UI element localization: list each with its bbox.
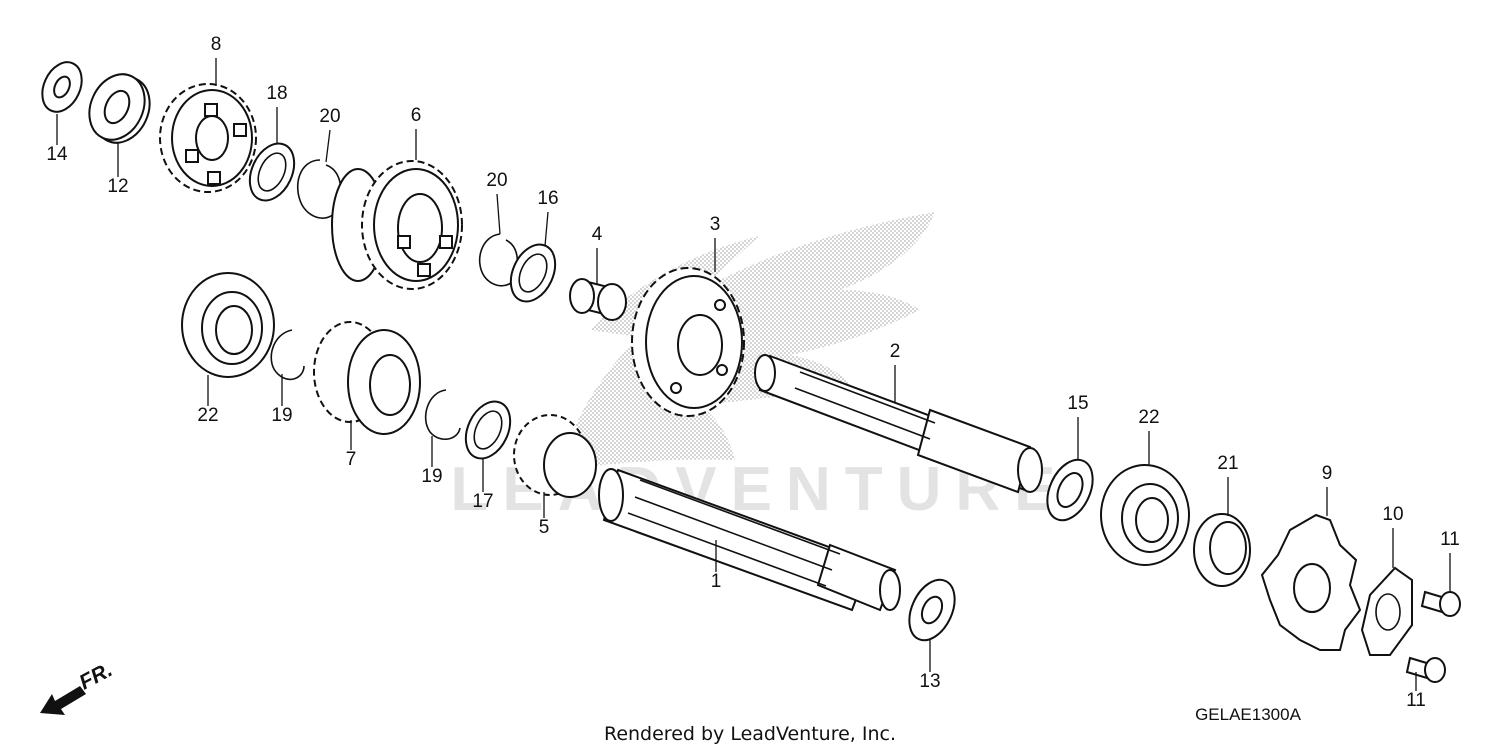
gear-7 bbox=[313, 321, 421, 435]
oil-seal-21 bbox=[1193, 513, 1251, 587]
plate-10 bbox=[1360, 566, 1413, 656]
callout-19: 19 bbox=[421, 466, 442, 487]
front-direction-indicator: FR. bbox=[40, 658, 116, 715]
gear-6 bbox=[331, 160, 463, 290]
gear-3 bbox=[631, 267, 745, 417]
circlip-19-left bbox=[270, 329, 305, 381]
callout-6: 6 bbox=[411, 105, 422, 126]
washer-15 bbox=[1046, 458, 1094, 522]
washer-14 bbox=[41, 61, 83, 113]
callout-8: 8 bbox=[211, 34, 222, 55]
bearing-22-left bbox=[181, 272, 275, 378]
splined-washer-16 bbox=[509, 243, 557, 303]
main-shaft-1 bbox=[598, 468, 901, 612]
callout-14: 14 bbox=[46, 144, 68, 165]
bushing-4 bbox=[569, 278, 627, 321]
callout-17: 17 bbox=[472, 491, 493, 512]
direction-arrow-icon bbox=[40, 686, 86, 715]
callout-12: 12 bbox=[107, 176, 128, 197]
washer-13 bbox=[908, 578, 956, 642]
diagram-code: GELAE1300A bbox=[1195, 705, 1302, 724]
callout-19: 19 bbox=[271, 405, 292, 426]
callout-7: 7 bbox=[346, 449, 357, 470]
callout-21: 21 bbox=[1217, 453, 1238, 474]
leader-lines bbox=[56, 58, 1451, 691]
callout-22: 22 bbox=[197, 405, 218, 426]
callout-5: 5 bbox=[539, 517, 550, 538]
callout-22: 22 bbox=[1138, 407, 1159, 428]
callout-9: 9 bbox=[1322, 463, 1333, 484]
callout-2: 2 bbox=[890, 341, 901, 362]
callout-10: 10 bbox=[1382, 504, 1403, 525]
callout-20: 20 bbox=[486, 170, 507, 191]
countershaft-2 bbox=[754, 354, 1043, 494]
bearing-22-right bbox=[1100, 464, 1190, 566]
callout-11: 11 bbox=[1406, 690, 1426, 711]
callout-16: 16 bbox=[537, 188, 558, 209]
callout-4: 4 bbox=[592, 224, 603, 245]
callout-15: 15 bbox=[1067, 393, 1088, 414]
callout-13: 13 bbox=[919, 671, 940, 692]
washer-12 bbox=[88, 73, 151, 144]
callout-1: 1 bbox=[711, 571, 722, 592]
footer-credit: Rendered by LeadVenture, Inc. bbox=[604, 723, 896, 745]
callout-3: 3 bbox=[710, 214, 721, 235]
bolt-11-lower bbox=[1405, 656, 1446, 683]
callout-20: 20 bbox=[319, 106, 340, 127]
splined-washer-17 bbox=[464, 400, 512, 460]
bolt-11-upper bbox=[1420, 590, 1461, 617]
gear-8 bbox=[159, 83, 257, 193]
splined-washer-18 bbox=[248, 142, 296, 202]
gear-5 bbox=[513, 414, 597, 498]
sprocket-9 bbox=[1260, 513, 1362, 651]
callout-11: 11 bbox=[1440, 529, 1460, 550]
circlip-19-center bbox=[424, 389, 461, 440]
callout-18: 18 bbox=[266, 83, 287, 104]
